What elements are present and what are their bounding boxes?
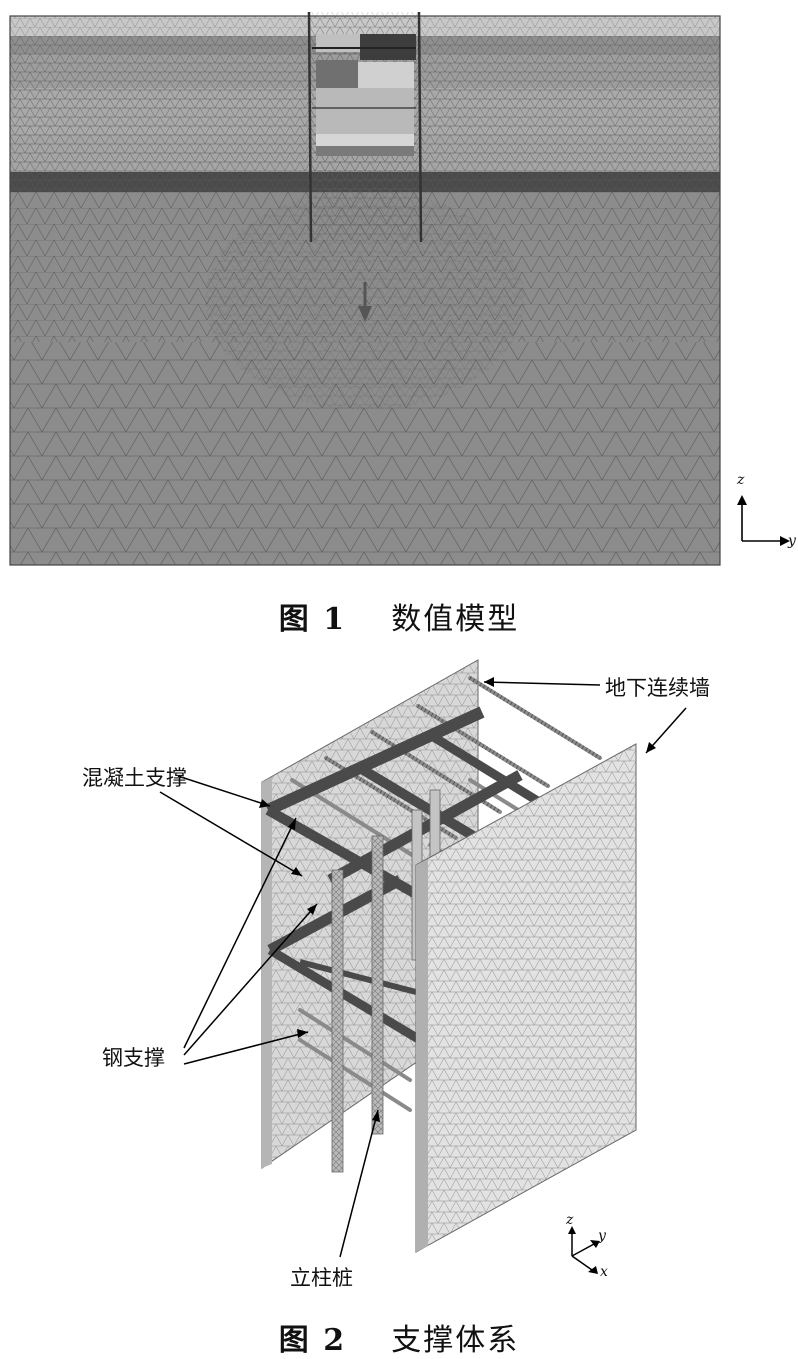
- numerical-model-figure: [9, 11, 790, 566]
- figure1-caption-text: 数值模型: [391, 602, 520, 637]
- front-diaphragm-wall: [415, 743, 637, 1253]
- figure1-caption: 图 1 数值模型: [0, 594, 798, 638]
- figure2-caption-text: 支撑体系: [391, 1323, 520, 1358]
- support-system-figure: [159, 659, 687, 1274]
- axis-triad-xyz: [571, 1232, 595, 1271]
- axis-y-label: y: [788, 533, 796, 549]
- axis-triad-zy: [737, 495, 790, 546]
- figure1-caption-number: 图 1: [278, 602, 347, 637]
- annotation-arrows: [159, 681, 687, 1258]
- label-diaphragm-wall: 地下连续墙: [605, 676, 710, 700]
- figure2-caption: 图 2 支撑体系: [0, 1315, 798, 1359]
- gravity-arrow: [358, 282, 372, 322]
- axis-x-label-3d: x: [600, 1264, 608, 1280]
- figure2-caption-number: 图 2: [278, 1323, 347, 1358]
- annotation-arrowheads: [259, 677, 656, 1122]
- label-column-pile: 立柱桩: [290, 1266, 353, 1290]
- label-steel-strut: 钢支撑: [102, 1046, 165, 1070]
- excavation-pit: [307, 11, 423, 243]
- label-concrete-strut: 混凝土支撑: [82, 766, 187, 790]
- axis-y-label-3d: y: [598, 1228, 606, 1244]
- axis-z-label-3d: z: [566, 1212, 574, 1228]
- axis-z-label: z: [737, 472, 745, 488]
- steel-strut-beads: [324, 676, 602, 840]
